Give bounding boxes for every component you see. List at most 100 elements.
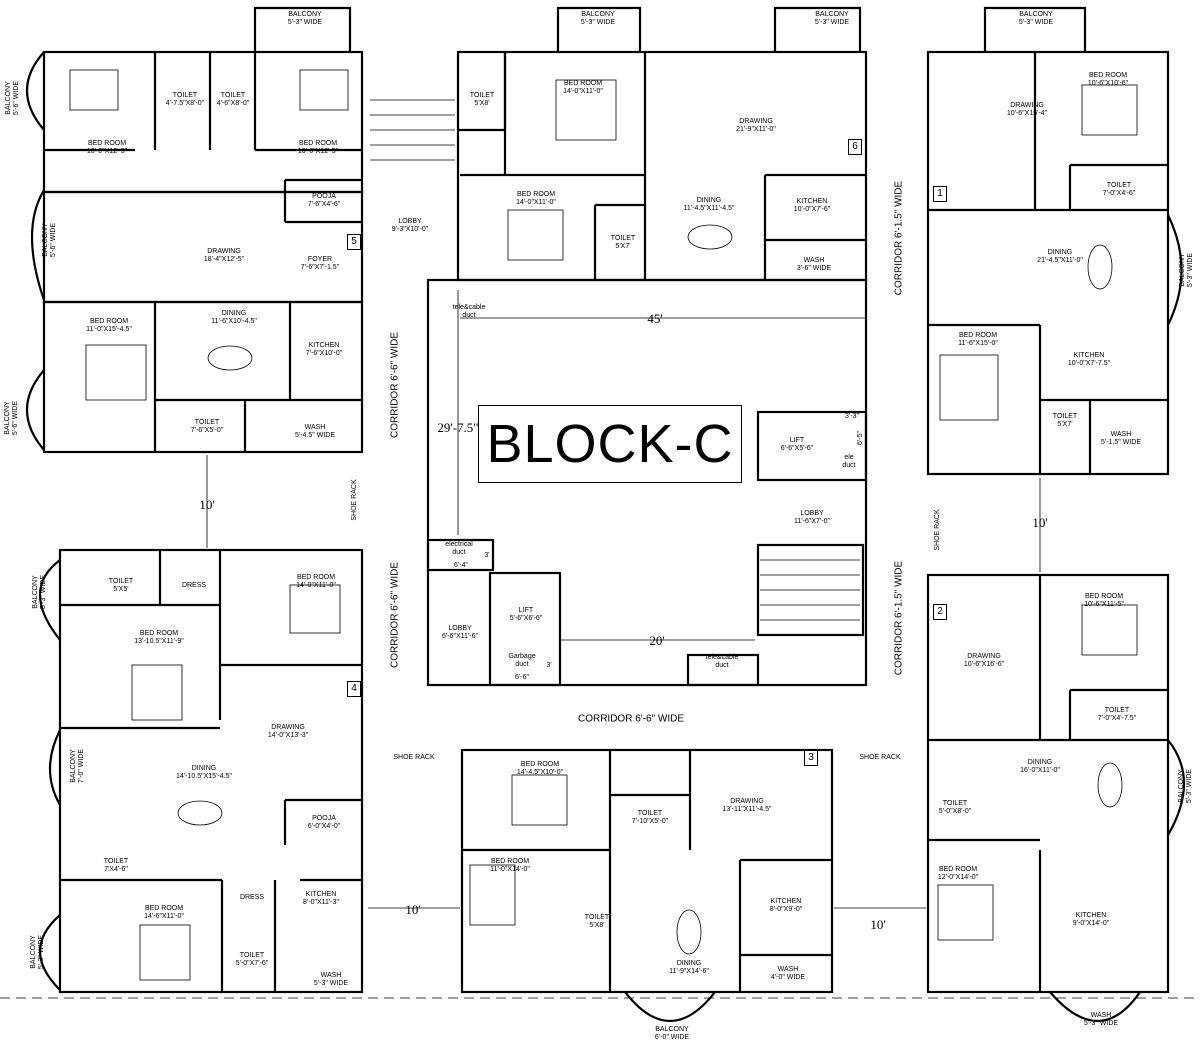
- core-label: 3': [546, 662, 552, 669]
- unit-number: 3: [804, 750, 818, 766]
- unit-1: [926, 50, 1170, 476]
- shoe-rack-label: SHOE RACK: [859, 754, 901, 761]
- unit-5-top-rooms: [42, 50, 364, 194]
- core-label: 6'-6": [515, 674, 529, 681]
- dimension-29: 29'-7.5": [437, 420, 479, 435]
- unit-4: [58, 548, 364, 994]
- unit-number: 1: [933, 186, 947, 202]
- corridor-left-upper: CORRIDOR 6'-6" WIDE: [389, 331, 401, 439]
- unit-number: 2: [933, 604, 947, 620]
- shoe-rack-label: SHOE RACK: [393, 754, 435, 761]
- core-label: 3'-3": [845, 413, 859, 420]
- u5-balcony-curve: [25, 51, 45, 131]
- corridor-right-upper: CORRIDOR 6'-1.5" WIDE: [893, 180, 905, 296]
- unit-2: [926, 573, 1170, 994]
- block-title: BLOCK-C: [478, 405, 742, 483]
- dimension-45: 45': [647, 311, 663, 326]
- core-label: 6'-4": [454, 562, 468, 569]
- dimension-20: 20': [649, 633, 665, 648]
- core-outline: [426, 278, 868, 687]
- corridor-right-lower: CORRIDOR 6'-1.5" WIDE: [893, 560, 905, 676]
- dimension-10: 10': [405, 902, 421, 917]
- unit-3: [460, 748, 834, 994]
- unit-5-bottom-rooms: [42, 300, 364, 454]
- unit-number: 4: [347, 681, 361, 697]
- unit-number: 5: [347, 234, 361, 250]
- shoe-rack-label: SHOE RACK: [351, 479, 358, 521]
- dimension-10: 10': [870, 917, 886, 932]
- corridor-bottom: CORRIDOR 6'-6" WIDE: [577, 713, 685, 725]
- core-label: 6'-5": [857, 431, 864, 445]
- dimension-10: 10': [1032, 515, 1048, 530]
- core-label: 3': [484, 552, 490, 559]
- unit-6: [456, 50, 868, 282]
- unit-number: 6: [848, 139, 862, 155]
- corridor-left-lower: CORRIDOR 6'-6" WIDE: [389, 561, 401, 669]
- room-label: DRESS: [239, 894, 265, 901]
